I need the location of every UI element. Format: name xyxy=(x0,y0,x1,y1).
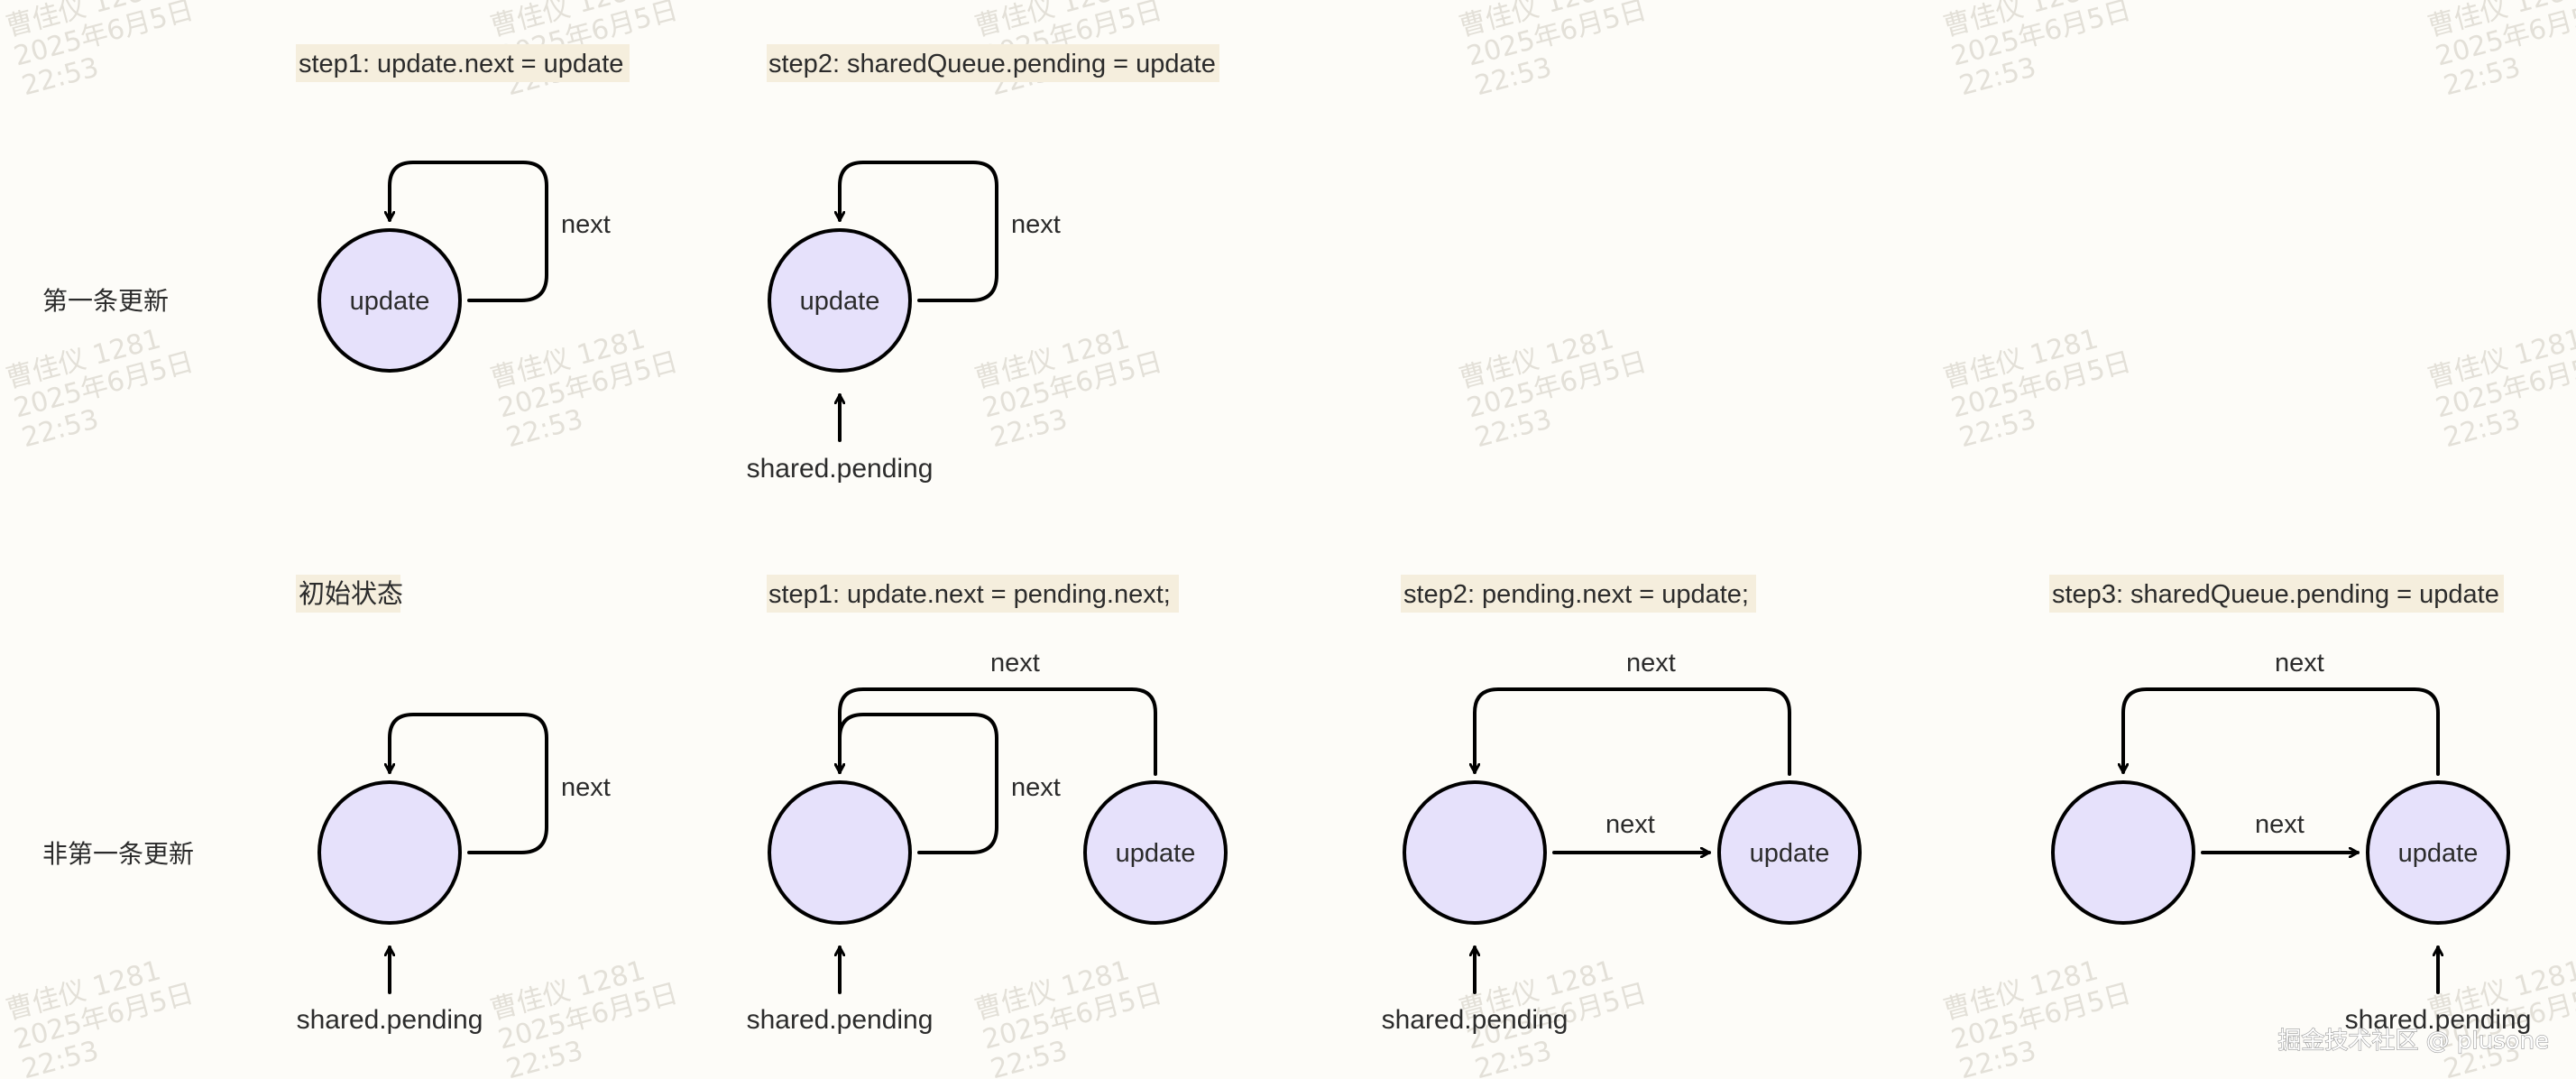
row-label-first-update: 第一条更新 xyxy=(42,287,169,315)
edge-label-next: next xyxy=(1626,649,1676,678)
node-label: update xyxy=(800,287,880,316)
step-title-row1-step1: step1: update.next = update xyxy=(299,50,623,78)
update-node xyxy=(317,228,462,373)
edge-label-next: next xyxy=(1011,210,1061,239)
pointer-label-shared-pending: shared.pending xyxy=(747,1005,934,1035)
node-label: update xyxy=(350,287,430,316)
update-node xyxy=(1717,780,1862,925)
pending-node xyxy=(768,780,912,925)
node-labels: update update update update update xyxy=(350,287,2479,868)
step-highlights xyxy=(296,44,2504,613)
edge-label-next: next xyxy=(1605,810,1655,839)
node-label: update xyxy=(1116,839,1196,868)
self-loop-arrow xyxy=(840,161,998,302)
step-title-row2-initial: 初始状态 xyxy=(299,579,403,609)
update-node xyxy=(1083,780,1228,925)
row-label-non-first-update: 非第一条更新 xyxy=(42,840,194,868)
step-title-row2-step1: step1: update.next = pending.next; xyxy=(768,580,1171,609)
pending-node xyxy=(1403,780,1547,925)
self-loop-arrow xyxy=(840,713,998,854)
pending-node xyxy=(2051,780,2195,925)
edge-label-next: next xyxy=(561,210,611,239)
step-title-row1-step2: step2: sharedQueue.pending = update xyxy=(768,50,1216,78)
pointer-label-shared-pending: shared.pending xyxy=(2345,1005,2532,1035)
nodes xyxy=(317,228,2510,925)
update-node xyxy=(768,228,912,373)
step-title-row2-step2: step2: pending.next = update; xyxy=(1403,580,1749,609)
self-loop-arrow xyxy=(390,713,548,854)
edge-label-next: next xyxy=(561,773,611,802)
edge-label-next: next xyxy=(2275,649,2324,678)
pointer-label-shared-pending: shared.pending xyxy=(1382,1005,1569,1035)
self-loop-arrow xyxy=(390,161,548,302)
pointer-labels: shared.pending shared.pending shared.pen… xyxy=(297,454,2532,1035)
update-next-arrow xyxy=(2123,687,2440,776)
pending-node xyxy=(317,780,462,925)
footer-credit: 掘金技术社区 @ plusone xyxy=(2277,1028,2549,1055)
step-title-row2-step3: step3: sharedQueue.pending = update xyxy=(2052,580,2499,609)
node-label: update xyxy=(2398,839,2479,868)
pointer-label-shared-pending: shared.pending xyxy=(747,454,934,484)
update-next-arrow xyxy=(1475,687,1791,776)
edge-label-next: next xyxy=(1011,773,1061,802)
node-label: update xyxy=(1750,839,1830,868)
edge-labels: next next next next next next next next … xyxy=(561,210,2324,839)
edge-label-next: next xyxy=(990,649,1040,678)
edge-label-next: next xyxy=(2255,810,2305,839)
pointer-label-shared-pending: shared.pending xyxy=(297,1005,483,1035)
edges xyxy=(390,161,2440,994)
update-next-arrow xyxy=(840,687,1157,776)
update-node xyxy=(2366,780,2510,925)
